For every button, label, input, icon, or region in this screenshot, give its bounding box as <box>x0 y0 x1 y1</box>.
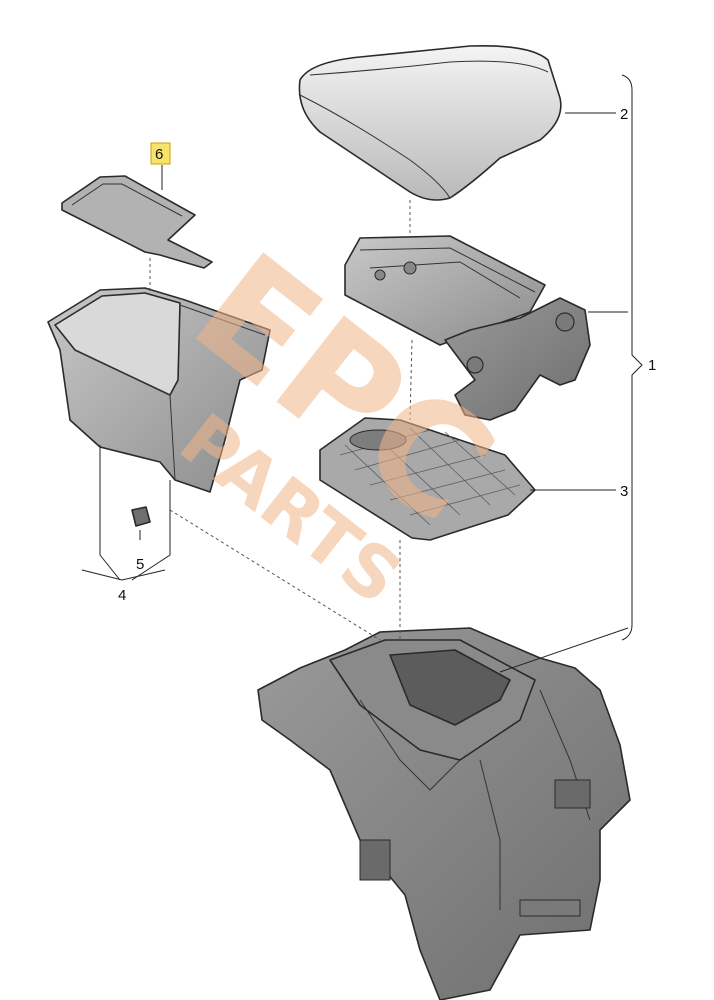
bin-insert-mat <box>61 175 213 269</box>
bin-clip <box>131 506 151 527</box>
callout-1: 1 <box>648 357 656 374</box>
callout-4: 4 <box>118 587 126 604</box>
armrest-lid <box>298 44 562 201</box>
callouts: 6 2 1 3 5 4 <box>118 106 656 604</box>
center-console-housing <box>257 627 631 1000</box>
armrest-hinge-mechanism <box>344 235 591 421</box>
callout-5: 5 <box>136 556 144 573</box>
assembly-guides <box>149 200 413 641</box>
callout-2: 2 <box>620 106 628 123</box>
callout-6-highlight <box>150 142 171 165</box>
storage-bin <box>47 287 271 493</box>
callout-6: 6 <box>155 146 163 163</box>
callout-3: 3 <box>620 483 628 500</box>
leader-lines <box>81 74 643 673</box>
storage-tray-mat <box>319 417 536 541</box>
group-bracket <box>621 74 643 641</box>
